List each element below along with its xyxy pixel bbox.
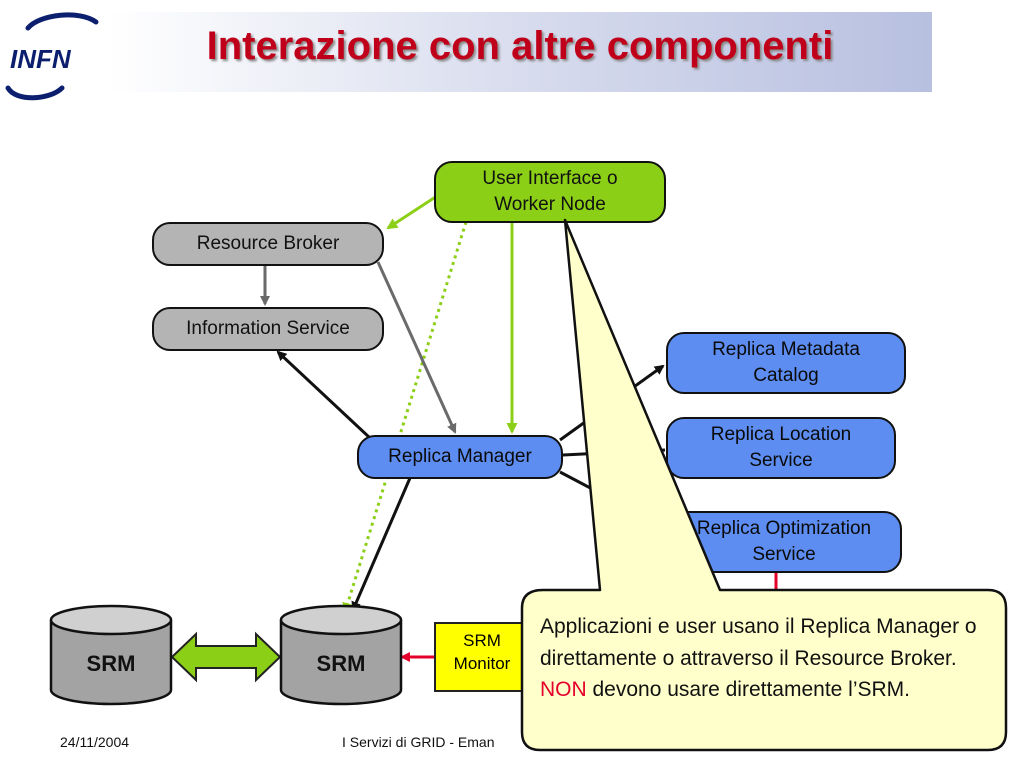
srm-left-label: SRM (86, 651, 136, 676)
replica-optimization-service-node: Replica Optimization Service (666, 511, 902, 573)
resource-broker-node: Resource Broker (152, 222, 384, 266)
footer-date: 24/11/2004 (60, 734, 130, 750)
arrow-ui-to-srm-dotted (342, 221, 468, 614)
arrow-broker-to-manager (376, 261, 457, 434)
slide-title: Interazione con altre componenti (206, 24, 834, 68)
infn-logo: INFN (5, 12, 99, 101)
srm-right-cylinder (279, 604, 403, 706)
srm-right-label: SRM (316, 651, 366, 676)
user-interface-node: User Interface o Worker Node (434, 161, 666, 223)
title-bar (108, 12, 932, 92)
arrow-manager-to-srm (351, 477, 412, 612)
replica-manager-node: Replica Manager (357, 435, 563, 479)
callout-text: Applicazioni e user usano il Replica Man… (540, 611, 990, 706)
arrow-manager-to-info (276, 350, 372, 440)
callout-text-part1: Applicazioni e user usano il Replica Man… (540, 615, 977, 670)
arrow-ui-to-broker (386, 194, 438, 230)
logo-text: INFN (10, 44, 72, 74)
information-service-node: Information Service (152, 307, 384, 351)
callout-text-part2: devono usare direttamente l’SRM. (586, 678, 911, 701)
srm-left-cylinder (49, 604, 173, 706)
replica-metadata-catalog-node: Replica Metadata Catalog (666, 332, 906, 394)
replica-location-service-node: Replica Location Service (666, 417, 896, 479)
callout-highlight: NON (540, 678, 587, 701)
srm-monitor-node: SRM Monitor (434, 622, 530, 692)
footer-center: I Servizi di GRID - Eman (342, 734, 495, 750)
